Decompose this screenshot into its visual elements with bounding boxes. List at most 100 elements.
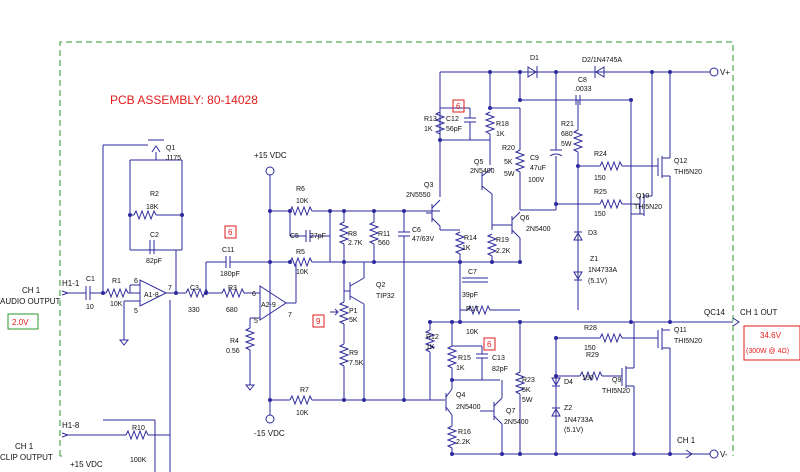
- ref-d1: D1: [530, 55, 539, 62]
- ref-r25: R25: [594, 189, 607, 196]
- ref-r13: R13: [424, 116, 437, 123]
- component-labels: C110R110KQ1J175R218KC282pFC3330R3680R40.…: [86, 55, 702, 464]
- value-c8: .0033: [574, 86, 592, 93]
- ref-q4: Q4: [456, 392, 465, 399]
- junction-dot: [554, 374, 558, 378]
- ref-c11: C11: [222, 247, 234, 254]
- junction-dot: [668, 320, 672, 324]
- ref-q6: Q6: [520, 215, 529, 222]
- ref-r6: R6: [296, 186, 305, 193]
- value-r20: 5K: [504, 159, 513, 166]
- ref-c13: C13: [492, 355, 505, 362]
- value-p1: 5K: [349, 317, 358, 324]
- value-q2: TIP32: [376, 293, 395, 300]
- ref-r7: R7: [300, 387, 309, 394]
- junction-dot: [518, 320, 522, 324]
- ref-p1: P1: [349, 308, 358, 315]
- ref-c7: C7: [468, 269, 477, 276]
- rail-vneg: V-: [720, 450, 728, 459]
- value-r5: 10K: [296, 269, 309, 276]
- junction-dot: [372, 260, 376, 264]
- value-q4: 2N5400: [456, 404, 481, 411]
- ref-q7: Q7: [506, 408, 515, 415]
- junction-dot: [668, 452, 672, 456]
- ref-q10: Q10: [636, 193, 649, 200]
- value-r28: 150: [584, 345, 596, 352]
- rail-minus15: -15 VDC: [254, 429, 285, 438]
- value-q3: 2N5550: [406, 192, 431, 199]
- junction-dot: [458, 320, 462, 324]
- ref-c6: C6: [412, 227, 421, 234]
- ref-d3: D3: [588, 230, 597, 237]
- junction-dot: [554, 202, 558, 206]
- junction-dot: [488, 70, 492, 74]
- ref-q9: Q9: [612, 377, 621, 384]
- output-level: 34.6V: [760, 331, 782, 340]
- value-r6: 10K: [296, 198, 309, 205]
- junction-dot: [518, 70, 522, 74]
- ref-r3: R3: [228, 285, 237, 292]
- ref-r8: R8: [348, 231, 357, 238]
- value-r19: 2.2K: [496, 248, 511, 255]
- marker-box-c13: [483, 337, 496, 351]
- value-q11: THI5N20: [674, 338, 702, 345]
- value-z1: 1N4733A: [588, 267, 618, 274]
- ref-r16: R16: [458, 429, 471, 436]
- junction-dot: [576, 164, 580, 168]
- value-c6: 47/63V: [412, 236, 435, 243]
- output-qc: QC14: [704, 308, 725, 317]
- ref-d2: D2/1N4745A: [582, 57, 622, 64]
- ref-r10: R10: [132, 425, 145, 432]
- input-channel: CH 1: [22, 286, 41, 295]
- opamp-a1-label: A1-8: [144, 292, 159, 299]
- marker-box-c11: [224, 225, 237, 239]
- junction-dot: [342, 209, 346, 213]
- output-power: (300W @ 4Ω): [746, 348, 789, 355]
- junction-dot: [629, 320, 633, 324]
- junction-dot: [629, 98, 633, 102]
- clip-label: CLIP OUTPUT: [0, 453, 53, 462]
- value-c5: 27pF: [310, 233, 326, 240]
- value-c9: 47uF: [530, 165, 546, 172]
- ref-r17: R17: [466, 306, 479, 313]
- marker-c13: 6: [487, 340, 492, 349]
- junction-dot: [288, 260, 292, 264]
- ref-c8: C8: [578, 77, 587, 84]
- junction-dot: [402, 398, 406, 402]
- ref-q2: Q2: [376, 282, 385, 289]
- junction-dot: [372, 209, 376, 213]
- value-r17: 10K: [466, 329, 479, 336]
- junction-dot: [668, 70, 672, 74]
- junction-dot: [650, 70, 654, 74]
- value-r23: 5K: [522, 387, 531, 394]
- ref-c2: C2: [150, 232, 159, 239]
- a2-pin5: 5: [254, 318, 258, 325]
- opamp-a2-label: A2-9: [261, 302, 276, 309]
- ref-z2: Z2: [564, 405, 572, 412]
- ref-c5: C5: [290, 233, 299, 240]
- marker-p1: 9: [316, 317, 321, 326]
- junction-dot: [488, 106, 492, 110]
- junction-dot: [402, 209, 406, 213]
- value-q9: THI5N20: [602, 388, 630, 395]
- value-c11: 180pF: [220, 271, 240, 278]
- ref-r20: R20: [502, 145, 515, 152]
- marker-box-c12: [452, 99, 465, 113]
- value-r8: 2.7K: [348, 240, 363, 247]
- ref-r23: R23: [522, 377, 535, 384]
- value-r3: 680: [226, 307, 238, 314]
- ref-r18: R18: [496, 121, 509, 128]
- rail-vpos: V+: [720, 68, 730, 77]
- value-q1: J175: [166, 155, 181, 162]
- a1-pin7: 7: [168, 285, 172, 292]
- ref-r28: R28: [584, 325, 597, 332]
- ref-r12: R12: [426, 334, 439, 341]
- value-r1: 10K: [110, 301, 123, 308]
- r20-wattage: 5W: [504, 171, 515, 178]
- junction-dot: [554, 70, 558, 74]
- junction-dot: [632, 452, 636, 456]
- value-q10: THI5N20: [634, 204, 662, 211]
- z2-voltage: (5.1V): [564, 427, 583, 434]
- value-q5: 2N5400: [470, 168, 495, 175]
